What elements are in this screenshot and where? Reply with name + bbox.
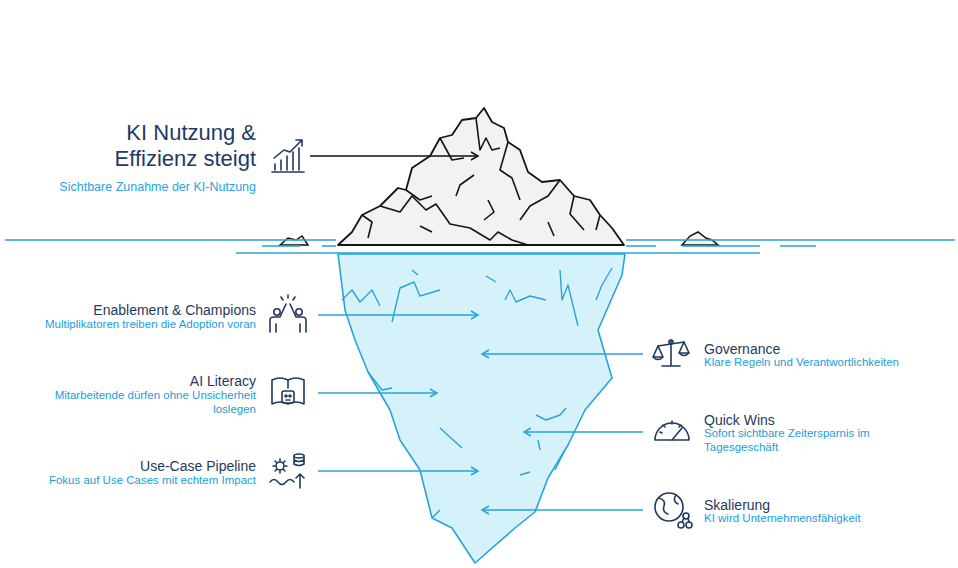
item-heading: Quick Wins — [704, 412, 944, 429]
item-description: Multiplikatoren treiben die Adoption vor… — [6, 318, 256, 332]
item-description: Mitarbeitende dürfen ohne Unsicherheit l… — [24, 389, 256, 417]
subheadline: Sichtbare Zunahme der KI-Nutzung — [16, 180, 256, 195]
item-description: Fokus auf Use Cases mit echtem Impact — [6, 474, 256, 488]
item-description: Sofort sichtbare Zeitersparnis im Tagesg… — [704, 427, 904, 455]
item-heading: Skalierung — [704, 497, 944, 514]
headline: KI Nutzung & Effizienz steigt — [71, 120, 256, 172]
item-heading: Governance — [704, 341, 944, 358]
item-heading: AI Literacy — [16, 373, 256, 390]
item-heading: Enablement & Champions — [16, 302, 256, 319]
item-description: KI wird Unternehmensfähigkeit — [704, 512, 949, 526]
item-heading: Use-Case Pipeline — [16, 458, 256, 475]
item-description: Klare Regeln und Verantwortlichkeiten — [704, 356, 949, 370]
